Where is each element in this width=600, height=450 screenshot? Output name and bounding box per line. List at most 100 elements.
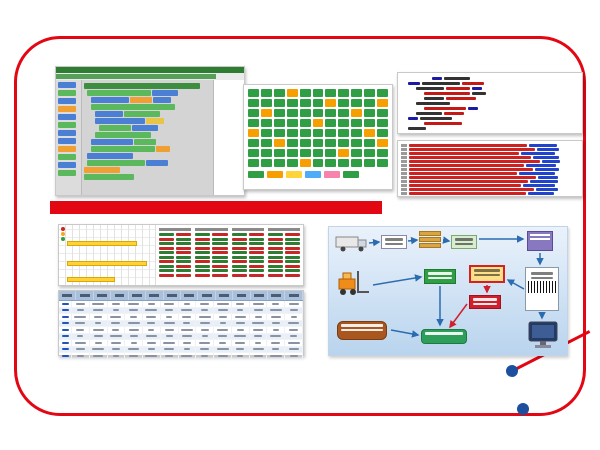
planner-value <box>284 233 300 236</box>
log-text-blue <box>542 160 560 163</box>
log-text-blue <box>523 184 555 187</box>
planner-row <box>159 246 192 250</box>
grid-cell <box>325 139 337 147</box>
table-cell-text <box>254 315 262 318</box>
table-header-cell <box>181 291 199 300</box>
grid-cell <box>364 149 376 157</box>
log-text-red <box>409 144 527 147</box>
table-cell-text <box>182 341 191 344</box>
code-line <box>424 107 578 110</box>
grid-cell <box>286 159 298 167</box>
log-text-red <box>409 156 531 159</box>
table-cell <box>72 301 90 307</box>
planner-value <box>284 264 300 268</box>
gantt-bar <box>67 277 115 282</box>
grid-cell <box>260 119 272 127</box>
goods-box <box>419 231 441 236</box>
table-header-text <box>97 294 107 297</box>
log-text-red <box>409 164 524 167</box>
table-row <box>59 320 303 327</box>
grid-cell <box>273 139 285 147</box>
table-header-cell <box>233 291 251 300</box>
table-cell-text <box>236 328 244 331</box>
table-cell <box>161 301 179 307</box>
flow-node-text <box>428 272 452 275</box>
table-cell-text <box>111 322 121 325</box>
planner-value <box>159 273 175 277</box>
grid-cell <box>248 99 259 107</box>
status-light-red <box>61 227 65 231</box>
table-cell <box>267 346 286 352</box>
table-index-text <box>61 341 69 344</box>
planner-row <box>195 237 228 241</box>
flow-node-text <box>425 332 463 335</box>
log-text-blue <box>521 152 555 155</box>
log-list-screenshot <box>397 140 583 197</box>
table-header-cell <box>111 291 129 300</box>
block-segment <box>153 97 171 103</box>
flow-node-staging-area <box>337 321 387 340</box>
planner-row <box>267 260 300 263</box>
grid-cell <box>299 119 311 127</box>
storage-rack-icon <box>527 231 553 251</box>
table-cell-text <box>95 322 102 325</box>
grid-cell <box>273 159 285 167</box>
grid-cell <box>338 159 350 167</box>
grid-cell <box>286 119 298 127</box>
log-line-number <box>401 184 407 187</box>
log-row <box>401 184 579 187</box>
grid-cell <box>312 119 324 127</box>
log-line-number <box>401 148 407 151</box>
table-cell-text <box>148 328 155 331</box>
planner-status-lights <box>61 227 65 241</box>
table-cell <box>108 320 126 326</box>
log-line-number <box>401 180 407 183</box>
data-table-screenshot <box>58 290 304 360</box>
table-cell-text <box>112 328 120 331</box>
table-header-text <box>271 294 282 297</box>
table-cell-text <box>74 341 86 344</box>
table-cell-text <box>112 309 119 312</box>
table-row <box>59 301 303 308</box>
table-cell-text <box>163 341 176 344</box>
table-cell <box>196 307 215 313</box>
table-cell <box>72 346 90 352</box>
palette-block <box>58 154 76 160</box>
log-text-blue <box>519 172 555 175</box>
decorative-dot <box>517 403 529 415</box>
grid-cell <box>260 109 272 117</box>
code-token <box>422 82 460 85</box>
table-cell-text <box>110 341 121 344</box>
planner-value <box>248 260 264 263</box>
table-index-text <box>61 309 69 312</box>
table-cell <box>267 320 286 326</box>
flow-node-complete <box>421 329 467 344</box>
block-row <box>87 160 211 166</box>
code-token <box>432 77 442 80</box>
planner-row <box>159 260 192 263</box>
planner-row <box>231 255 264 259</box>
code-line <box>416 112 578 115</box>
grid-cell <box>299 89 311 97</box>
table-cell-text <box>166 315 173 318</box>
grid-cell <box>325 159 337 167</box>
table-cell <box>179 346 197 352</box>
planner-value <box>212 251 228 254</box>
log-text-red <box>409 180 528 183</box>
table-cell-text <box>129 309 139 312</box>
table-cell-text <box>252 322 265 325</box>
table-cell <box>267 340 286 346</box>
grid-cell <box>260 89 272 97</box>
planner-row <box>195 251 228 254</box>
planner-group <box>159 228 192 282</box>
goods-stack-icon <box>419 231 441 248</box>
log-text-blue <box>535 168 559 171</box>
code-token <box>446 87 470 90</box>
log-text-blue <box>529 144 557 147</box>
table-row <box>59 346 303 353</box>
planner-value <box>195 246 211 250</box>
table-cell-text <box>270 335 282 338</box>
palette-block <box>58 98 76 104</box>
planner-value <box>176 269 192 272</box>
